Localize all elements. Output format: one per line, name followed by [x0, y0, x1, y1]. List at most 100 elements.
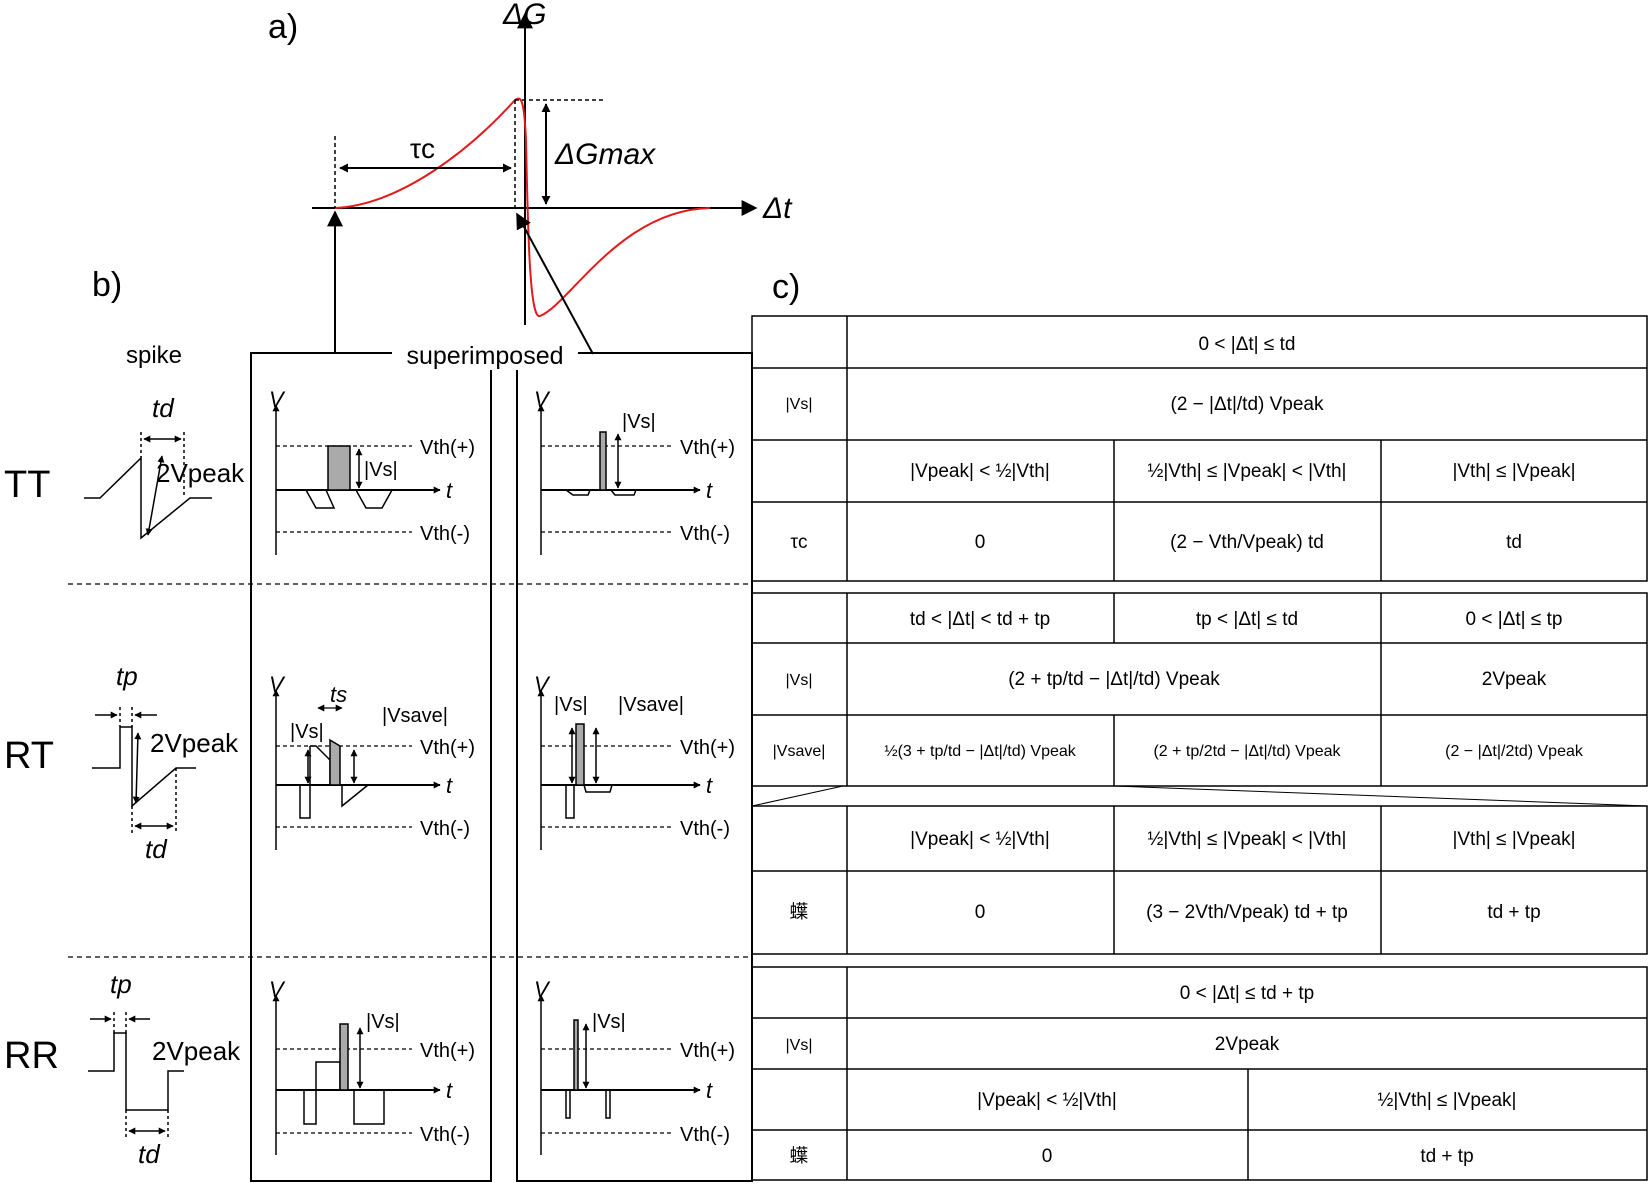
delta-g-axis-label: ΔG [502, 0, 546, 31]
rr-2vpeak-label: 2Vpeak [152, 1036, 241, 1066]
rr-b-vth-minus-label: Vth(-) [680, 1124, 730, 1146]
rr-spike [88, 1012, 184, 1137]
rt-a-spike-shape-3 [329, 738, 341, 786]
rt-b-vs-label: |Vs| [554, 694, 588, 716]
tt-vs-label: |Vs| [786, 396, 813, 413]
rt-b-spike-shape-0 [565, 785, 575, 819]
rr-a-spike-shape-1 [353, 1090, 385, 1125]
rt-cond-3: |Vth| ≤ |Vpeak| [1452, 829, 1575, 850]
rt-table-top [751, 592, 1648, 787]
rt-a-vth-minus-label: Vth(-) [420, 818, 470, 840]
tt-a-vth-minus-label: Vth(-) [420, 523, 470, 545]
superimposed-header-bg [392, 338, 578, 370]
rt-a-v-label: V [269, 672, 286, 697]
tt-header: 0 < |Δt| ≤ td [1199, 334, 1296, 355]
rr-vs-label: |Vs| [786, 1037, 813, 1054]
rt-header-2: tp < |Δt| ≤ td [1196, 609, 1298, 630]
superimposed-header: superimposed [406, 342, 563, 370]
zoom-connector-right [1113, 785, 1648, 807]
rt-a-vth-plus-label: Vth(+) [420, 737, 475, 759]
rt-vs-label: |Vs| [786, 672, 813, 689]
tt-b-vth-minus-label: Vth(-) [680, 523, 730, 545]
rr-b-v-label: V [534, 977, 551, 1002]
tt-b-t-label: t [706, 478, 713, 503]
link-arrow-right [516, 212, 594, 355]
spike-header: spike [126, 342, 182, 369]
rt-tau-label: 蠂 [789, 901, 808, 923]
rt-td-label: td [145, 834, 168, 864]
rr-tau-2: td + tp [1420, 1146, 1473, 1167]
tt-a-spike-shape-2 [327, 445, 351, 491]
rt-a-vsave-label: |Vsave| [382, 705, 448, 727]
rr-vs-expr: 2Vpeak [1215, 1034, 1280, 1055]
rt-spike [92, 707, 196, 833]
stdp-curve [334, 97, 711, 317]
rt-cond-2: ½|Vth| ≤ |Vpeak| < |Vth| [1147, 829, 1346, 850]
rt-vs-expr-1: (2 + tp/td − |Δt|/td) Vpeak [1008, 669, 1220, 690]
panel-label-a: a) [268, 8, 298, 46]
rr-td-label: td [138, 1139, 161, 1169]
zoom-connector-left [751, 785, 844, 807]
rt-b-vth-minus-label: Vth(-) [680, 818, 730, 840]
rr-header: 0 < |Δt| ≤ td + tp [1180, 983, 1314, 1004]
rr-cond-1: |Vpeak| < ½|Vth| [977, 1090, 1117, 1111]
tt-b-spike-shape-0 [565, 489, 591, 496]
rr-a-vs-label: |Vs| [366, 1011, 400, 1033]
tt-a-t-label: t [446, 478, 453, 503]
panel-a: a) ΔG Δt τc ΔGmax [268, 0, 793, 325]
tt-b-spike-shape-1 [610, 489, 637, 496]
rt-vs-expr-2: 2Vpeak [1482, 669, 1547, 690]
rt-tau-2: (3 − 2Vth/Vpeak) td + tp [1146, 902, 1348, 923]
tt-2vpeak-label: 2Vpeak [156, 458, 245, 488]
rr-a-t-label: t [446, 1078, 453, 1103]
rr-b-spike-shape-2 [573, 1019, 579, 1091]
rt-b-t-label: t [706, 773, 713, 798]
rt-header-1: td < |Δt| < td + tp [910, 609, 1050, 630]
rr-a-spike-shape-2 [339, 1023, 349, 1091]
tt-a-vs-label: |Vs| [364, 459, 398, 481]
row-label-rt: RT [4, 735, 54, 777]
rr-cond-2: ½|Vth| ≤ |Vpeak| [1378, 1090, 1517, 1111]
rt-vsave-expr-1: ½(3 + tp/td − |Δt|/td) Vpeak [884, 743, 1077, 760]
superimposed-plots: VtVth(+)Vth(-)|Vs|VtVth(+)Vth(-)|Vs|VtVt… [269, 387, 735, 1155]
tt-tau-1: 0 [975, 532, 986, 553]
rr-b-vth-plus-label: Vth(+) [680, 1040, 735, 1062]
tt-b-v-label: V [534, 387, 551, 412]
rt-b-spike-shape-2 [575, 723, 585, 786]
panel-label-b: b) [92, 266, 122, 304]
panel-c: c) 0 < |Δt| ≤ td |Vs| (2 − |Δt|/td) Vpea… [751, 268, 1648, 1181]
rt-vsave-expr-3: (2 − |Δt|/2td) Vpeak [1445, 743, 1584, 760]
tt-a-vth-plus-label: Vth(+) [420, 437, 475, 459]
rt-b-spike-shape-1 [583, 784, 613, 793]
rt-a-spike-shape-1 [310, 745, 331, 785]
tt-b-spike-shape-2 [599, 431, 607, 491]
rt-vsave-label: |Vsave| [773, 743, 826, 760]
row-label-rr: RR [4, 1035, 59, 1077]
rr-b-t-label: t [706, 1078, 713, 1103]
tt-spike [84, 432, 212, 540]
rt-b-vsave-label: |Vsave| [618, 694, 684, 716]
rr-b-spike-shape-0 [565, 1090, 571, 1119]
rt-b-vth-plus-label: Vth(+) [680, 737, 735, 759]
rr-a-vth-plus-label: Vth(+) [420, 1040, 475, 1062]
tt-tau-3: td [1506, 532, 1522, 553]
rr-a-vth-minus-label: Vth(-) [420, 1124, 470, 1146]
panel-b: b) spike superimposed TT RT RR td 2Vpeak [4, 266, 753, 1182]
delta-t-axis-label: Δt [762, 192, 793, 225]
rr-a-v-label: V [269, 977, 286, 1002]
tt-cond-1: |Vpeak| < ½|Vth| [910, 461, 1050, 482]
tt-table [751, 315, 1648, 582]
tt-cond-3: |Vth| ≤ |Vpeak| [1452, 461, 1575, 482]
rt-table-bottom [751, 805, 1648, 955]
tt-a-v-label: V [269, 387, 286, 412]
rt-tau-1: 0 [975, 902, 986, 923]
tt-b-vs-label: |Vs| [622, 411, 656, 433]
rr-tp-label: tp [110, 969, 132, 999]
rt-a-spike-shape-2 [341, 784, 369, 808]
tt-a-spike-shape-1 [355, 489, 393, 509]
tt-td-label: td [152, 393, 175, 423]
rt-tp-label: tp [116, 661, 138, 691]
tt-a-spike-shape-0 [276, 489, 336, 509]
rr-table [751, 966, 1648, 1181]
